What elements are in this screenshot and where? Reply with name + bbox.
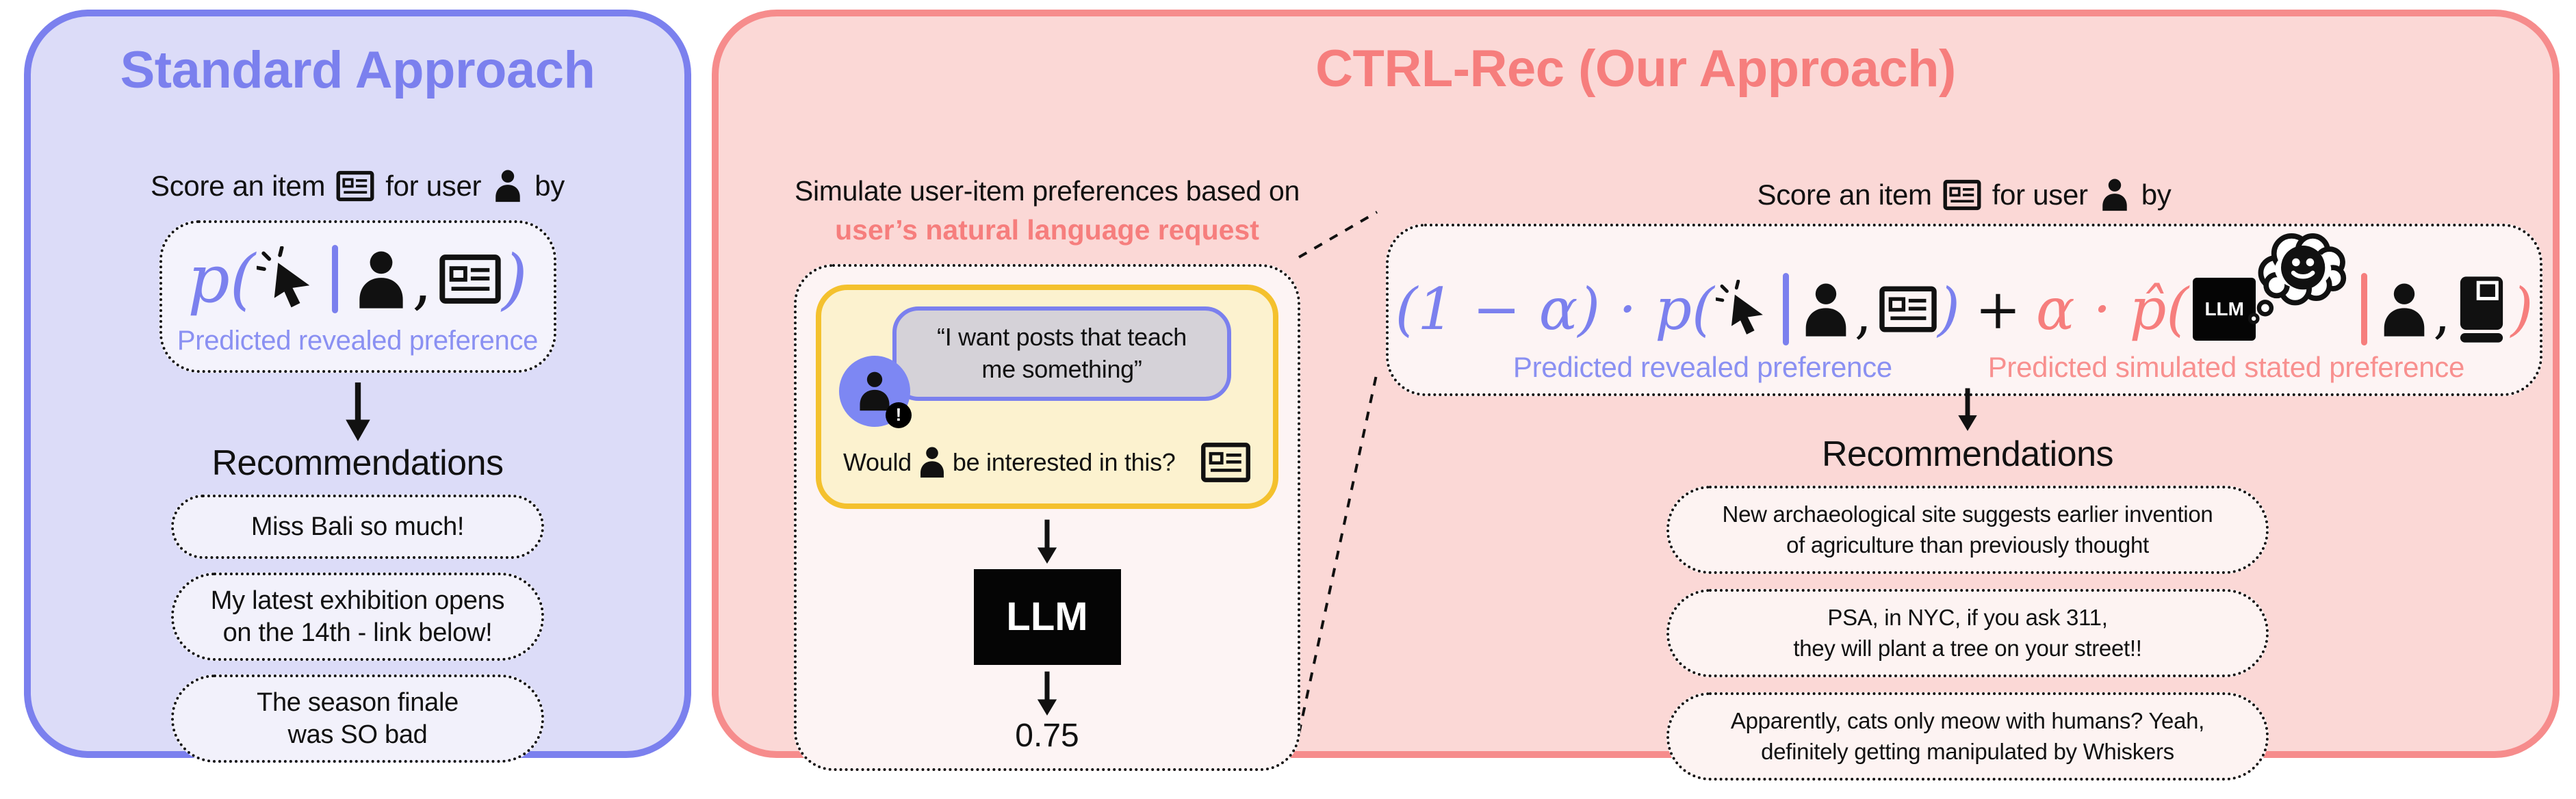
llm-block: LLM bbox=[973, 568, 1121, 665]
person-icon bbox=[2102, 179, 2127, 211]
conditional-bar bbox=[332, 245, 339, 314]
panel-title: Standard Approach bbox=[120, 41, 595, 99]
recommendations-title: Recommendations bbox=[1821, 434, 2114, 474]
formula-comma: , bbox=[1854, 282, 1872, 345]
person-icon bbox=[495, 170, 520, 202]
chat-text: “I want posts that teach bbox=[937, 323, 1187, 351]
simulate-caption-line1: Simulate user-item preferences based on bbox=[794, 175, 1300, 207]
recommendation-item: New archaeological site suggests earlier… bbox=[1666, 486, 2269, 575]
post-card-icon bbox=[336, 170, 374, 201]
llm-chip: LLM bbox=[2193, 278, 2256, 341]
formula-term1-close: ) bbox=[1937, 276, 1960, 343]
formula-term2-open: α · p̂( bbox=[2035, 276, 2189, 343]
ctrl-rec-formula-card: (1 − α) · p( , ) + α · p̂( LLM bbox=[1386, 224, 2542, 396]
down-arrow-icon bbox=[1037, 671, 1057, 716]
recommendation-text: they will plant a tree on your street!! bbox=[1793, 635, 2142, 661]
recommendation-text: was SO bad bbox=[287, 720, 428, 749]
formula-comma: , bbox=[2433, 282, 2451, 345]
conditional-bar bbox=[2361, 273, 2368, 345]
recommendation-text: Apparently, cats only meow with humans? … bbox=[1730, 708, 2205, 734]
recommendation-item: Miss Bali so much! bbox=[171, 495, 544, 560]
score-text-prefix: Score an item bbox=[151, 169, 326, 202]
llm-prompt-box: “I want posts that teach me something” !… bbox=[816, 285, 1278, 509]
revealed-preference-label: Predicted revealed preference bbox=[1512, 351, 1892, 383]
post-card-icon bbox=[439, 254, 501, 304]
down-arrow-icon bbox=[345, 382, 370, 442]
recommendation-item: My latest exhibition opens on the 14th -… bbox=[171, 573, 544, 662]
user-request-bubble: “I want posts that teach me something” bbox=[892, 306, 1231, 401]
person-icon bbox=[1805, 283, 1846, 337]
formula-column: Score an item for user by (1 − α) · p( ,… bbox=[1386, 178, 2542, 396]
score-text-suffix: by bbox=[2141, 178, 2172, 211]
post-card-icon bbox=[1943, 179, 1981, 210]
formula-comma: , bbox=[412, 244, 433, 318]
book-icon bbox=[2460, 276, 2503, 343]
panel-title: CTRL-Rec (Our Approach) bbox=[1315, 40, 1956, 98]
exclamation-badge-icon: ! bbox=[886, 402, 912, 428]
simulation-dotted-box: “I want posts that teach me something” !… bbox=[794, 264, 1300, 771]
question-text-prefix: Would bbox=[843, 447, 912, 476]
revealed-preference-formula-card: p( , ) Predicted revealed preference bbox=[159, 220, 556, 374]
post-card-icon bbox=[1879, 286, 1937, 332]
formula-plus: + bbox=[1974, 277, 2021, 341]
recommendation-item: The season finale was SO bad bbox=[171, 674, 544, 763]
question-text-suffix: be interested in this? bbox=[952, 447, 1176, 476]
ctrl-rec-approach-panel: CTRL-Rec (Our Approach) Simulate user-it… bbox=[712, 10, 2560, 781]
score-line: Score an item for user by bbox=[151, 169, 565, 202]
formula-row: (1 − α) · p( , ) + α · p̂( LLM bbox=[1395, 233, 2534, 345]
recommendations-title: Recommendations bbox=[211, 443, 504, 484]
user-avatar: ! bbox=[839, 355, 912, 428]
recommendation-text: Miss Bali so much! bbox=[250, 512, 465, 542]
recommendation-text: The season finale bbox=[257, 688, 459, 718]
recommendation-item: Apparently, cats only meow with humans? … bbox=[1666, 692, 2269, 781]
down-arrow-icon bbox=[1037, 519, 1057, 564]
stated-preference-label: Predicted simulated stated preference bbox=[1987, 351, 2465, 383]
recommendation-text: PSA, in NYC, if you ask 311, bbox=[1827, 605, 2108, 631]
formula-labels: Predicted revealed preference Predicted … bbox=[1408, 351, 2521, 384]
recommendation-text: of agriculture than previously thought bbox=[1786, 532, 2149, 558]
llm-output-score: 0.75 bbox=[1015, 717, 1079, 754]
score-line: Score an item for user by bbox=[1757, 178, 2172, 211]
recommendations-column: Recommendations New archaeological site … bbox=[1666, 387, 2269, 781]
formula-close: ) bbox=[502, 241, 528, 318]
recommendation-text: New archaeological site suggests earlier… bbox=[1722, 501, 2213, 527]
score-text-suffix: by bbox=[534, 169, 565, 202]
recommendation-text: definitely getting manipulated by Whiske… bbox=[1761, 738, 2174, 764]
cursor-click-icon bbox=[257, 246, 310, 308]
standard-approach-panel: Standard Approach Score an item for user… bbox=[24, 10, 691, 763]
llm-simulator: LLM bbox=[2193, 233, 2350, 341]
formula-label: Predicted revealed preference bbox=[177, 326, 539, 356]
person-icon bbox=[359, 251, 403, 309]
formula-term1-open: (1 − α) · p( bbox=[1395, 276, 1714, 343]
recommendation-text: on the 14th - link below! bbox=[222, 618, 493, 647]
score-text-prefix: Score an item bbox=[1757, 178, 1933, 211]
simulation-column: Simulate user-item preferences based on … bbox=[777, 175, 1317, 771]
recommendation-item: PSA, in NYC, if you ask 311, they will p… bbox=[1666, 589, 2269, 678]
chat-text: me something” bbox=[981, 354, 1142, 383]
post-card-icon bbox=[1201, 442, 1250, 482]
llm-question-row: Would be interested in this? bbox=[843, 442, 1251, 483]
person-icon bbox=[860, 371, 890, 411]
formula-p-open: p( bbox=[188, 241, 256, 318]
down-arrow-icon bbox=[1958, 388, 1977, 431]
person-icon bbox=[2384, 283, 2425, 337]
simulate-caption-line2: user’s natural language request bbox=[835, 214, 1259, 246]
formula-row: p( , ) bbox=[188, 241, 527, 317]
chat-row: “I want posts that teach me something” ! bbox=[839, 306, 1251, 428]
thought-cloud-smiley-icon bbox=[2247, 233, 2347, 325]
score-text-mid: for user bbox=[1992, 178, 2088, 211]
conditional-bar bbox=[1782, 273, 1789, 345]
person-icon bbox=[920, 447, 944, 478]
cursor-click-icon bbox=[1715, 280, 1763, 335]
formula-term2-close: ) bbox=[2510, 276, 2534, 343]
score-text-mid: for user bbox=[385, 169, 482, 202]
recommendation-text: My latest exhibition opens bbox=[210, 586, 505, 616]
